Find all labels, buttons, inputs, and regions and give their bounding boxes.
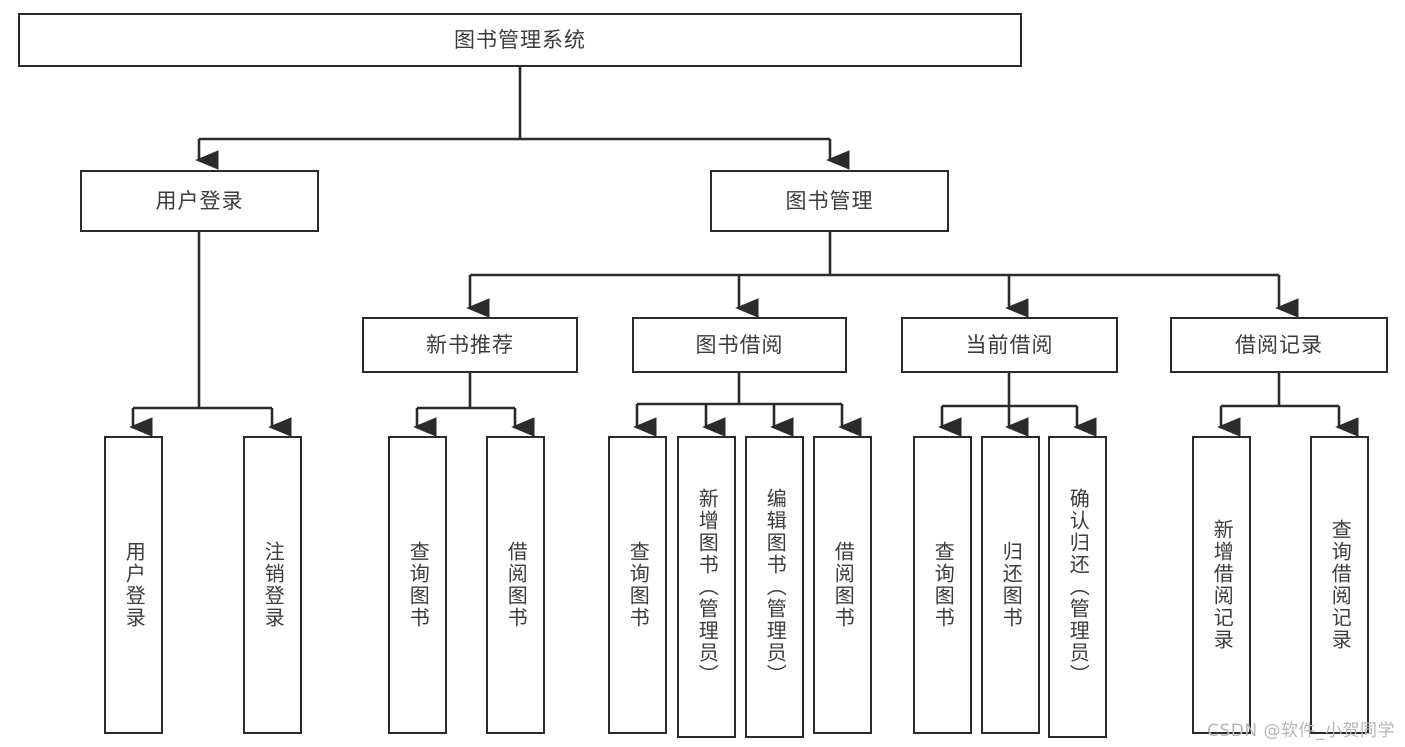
leaf-current-confirm-return-admin[interactable]: 确认归还（管理员） [1048,436,1107,738]
node-label: 归还图书 [999,541,1024,629]
node-label: 新增借阅记录 [1210,519,1235,651]
leaf-new-book-query[interactable]: 查询图书 [388,436,447,734]
leaf-new-book-borrow[interactable]: 借阅图书 [486,436,545,734]
leaf-borrow-borrow-book[interactable]: 借阅图书 [813,436,872,734]
node-label: 确认归还（管理员） [1066,488,1091,686]
node-label: 借阅图书 [831,541,856,629]
node-label: 图书管理 [785,188,874,213]
node-borrow-record[interactable]: 借阅记录 [1170,317,1388,373]
node-label: 图书管理系统 [454,27,586,52]
leaf-borrow-query-book[interactable]: 查询图书 [608,436,667,734]
node-label: 借阅记录 [1235,332,1323,357]
node-label: 用户登录 [155,188,244,213]
node-label: 查询借阅记录 [1328,519,1353,651]
node-book-management[interactable]: 图书管理 [710,170,949,232]
leaf-user-login-signout[interactable]: 注销登录 [243,436,302,734]
leaf-borrow-add-book-admin[interactable]: 新增图书（管理员） [677,436,736,738]
node-label: 用户登录 [122,541,147,629]
leaf-current-return-book[interactable]: 归还图书 [981,436,1040,734]
node-label: 注销登录 [261,541,286,629]
node-label: 图书借阅 [695,332,784,357]
node-label: 查询图书 [406,541,431,629]
node-current-borrow[interactable]: 当前借阅 [901,317,1118,373]
leaf-current-query-book[interactable]: 查询图书 [913,436,972,734]
node-book-borrow[interactable]: 图书借阅 [632,317,847,373]
leaf-record-add-borrow-record[interactable]: 新增借阅记录 [1192,436,1251,734]
node-label: 查询图书 [626,541,651,629]
node-label: 新书推荐 [426,332,514,357]
node-new-book-recommend[interactable]: 新书推荐 [362,317,578,373]
leaf-user-login-signin[interactable]: 用户登录 [104,436,163,734]
node-label: 查询图书 [931,541,956,629]
node-label: 当前借阅 [965,332,1054,357]
node-user-login[interactable]: 用户登录 [80,170,319,232]
leaf-borrow-edit-book-admin[interactable]: 编辑图书（管理员） [745,436,804,738]
node-root-system[interactable]: 图书管理系统 [18,13,1022,67]
node-label: 新增图书（管理员） [695,488,720,686]
node-label: 借阅图书 [504,541,529,629]
watermark-text: CSDN @软件_小贺同学 [1207,721,1395,741]
leaf-record-query-borrow-record[interactable]: 查询借阅记录 [1310,436,1369,734]
node-label: 编辑图书（管理员） [763,488,788,686]
